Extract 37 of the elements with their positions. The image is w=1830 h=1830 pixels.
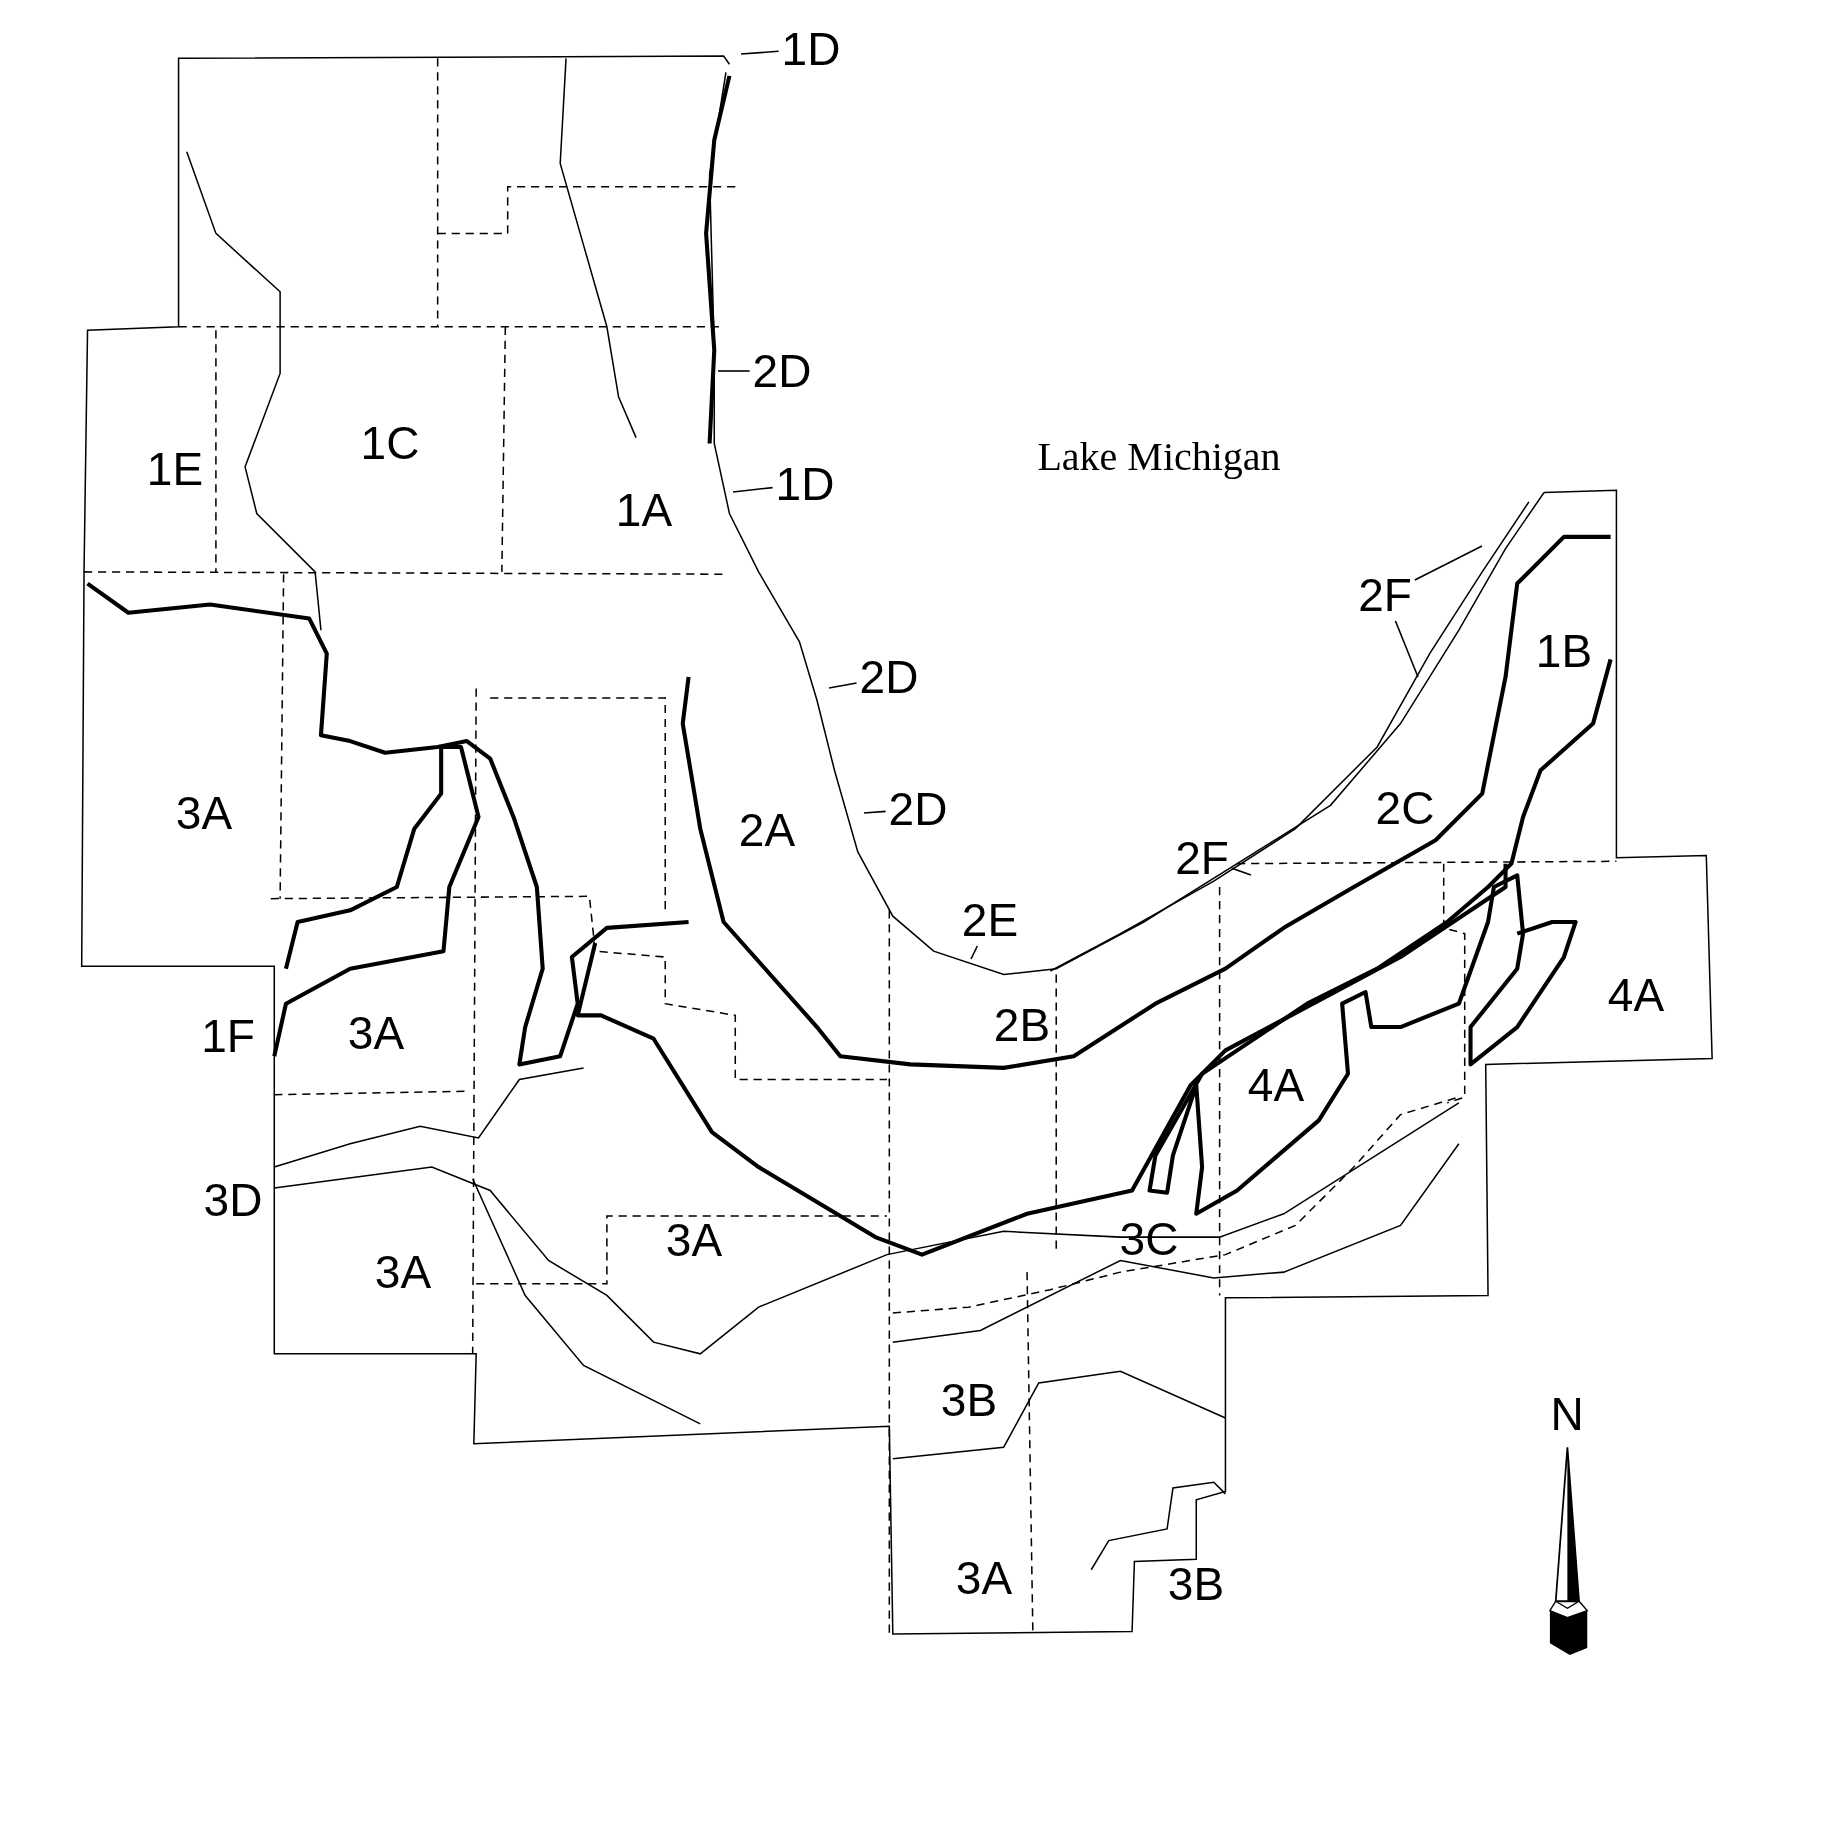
zone-label: 1E [146, 446, 204, 492]
leader-line [970, 945, 979, 960]
water-body-label: Lake Michigan [1037, 437, 1281, 477]
zone-label: 4A [1247, 1062, 1305, 1108]
zone-label: 4A [1607, 972, 1665, 1018]
leader-line [1394, 620, 1419, 678]
zone-label: 3A [665, 1217, 723, 1263]
zone-label: 2F [1358, 572, 1412, 618]
zone-label: 3A [175, 790, 233, 836]
zone-label: 3A [955, 1555, 1013, 1601]
north-label: N [1550, 1391, 1584, 1437]
zone-label: 2D [888, 786, 948, 832]
zone-label: 1A [615, 487, 673, 533]
leader-line [863, 810, 887, 814]
zone-label: 1D [781, 26, 841, 72]
zone-label: 2D [859, 654, 919, 700]
zone-label: 3A [374, 1249, 432, 1295]
zone-label: 3A [347, 1010, 405, 1056]
leader-line [732, 486, 774, 493]
zone-label: 1B [1535, 628, 1593, 674]
zone-label: 3D [203, 1177, 263, 1223]
zone-label: 2E [961, 897, 1019, 943]
zone-label: 3B [1167, 1561, 1225, 1607]
zone-label: 3B [940, 1377, 998, 1423]
zone-label: 1F [201, 1013, 255, 1059]
leader-line [740, 50, 780, 55]
zone-label: 2B [993, 1002, 1051, 1048]
leader-line [717, 370, 751, 372]
zone-label: 1D [775, 461, 835, 507]
zone-label: 2C [1375, 785, 1435, 831]
zone-label: 2A [738, 807, 796, 853]
zone-label: 1C [360, 420, 420, 466]
leader-line [1231, 867, 1252, 876]
zone-label: 2F [1175, 835, 1229, 881]
zone-label: 2D [752, 348, 812, 394]
leader-line [828, 682, 858, 689]
leader-line [1414, 545, 1483, 581]
